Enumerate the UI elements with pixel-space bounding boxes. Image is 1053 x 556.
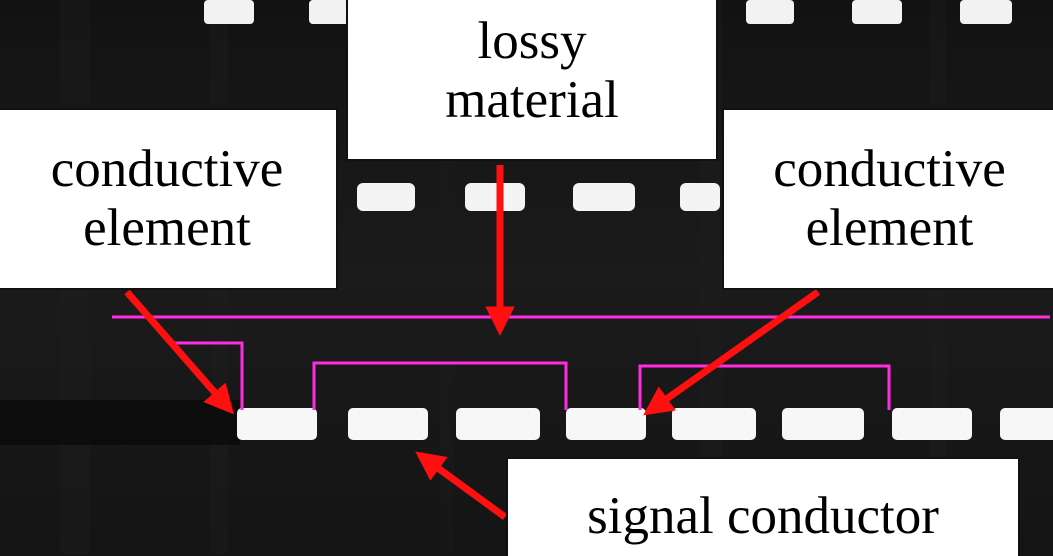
arrow-conductive-element-left <box>124 289 234 415</box>
label-lossy-material: lossy material <box>346 0 718 161</box>
label-lossy-material-line2: material <box>445 71 619 130</box>
dimension-lines <box>112 315 1050 410</box>
bracket-right <box>638 364 891 410</box>
label-conductive-element-right: conductive element <box>722 108 1053 290</box>
bracket-middle <box>312 361 568 410</box>
label-conductive-element-left-line2: element <box>83 199 251 258</box>
label-conductive-element-right-line2: element <box>805 199 974 258</box>
leader-shadow <box>0 400 240 445</box>
signal-conductor-row <box>237 408 1053 440</box>
label-conductive-element-left: conductive element <box>0 108 338 290</box>
arrow-conductive-element-right <box>643 289 821 416</box>
label-signal-conductor-line1: signal conductor <box>587 487 939 545</box>
bracket-left <box>168 341 244 410</box>
label-conductive-element-right-line1: conductive <box>773 140 1006 198</box>
top-conductor-row <box>204 0 1012 24</box>
label-conductive-element-left-line1: conductive <box>50 140 284 198</box>
callout-arrows <box>124 165 821 520</box>
label-lossy-material-line1: lossy <box>477 12 587 70</box>
label-signal-conductor: signal conductor <box>506 457 1020 556</box>
arrow-signal-conductor <box>415 451 508 520</box>
middle-conductor-row <box>357 183 720 211</box>
